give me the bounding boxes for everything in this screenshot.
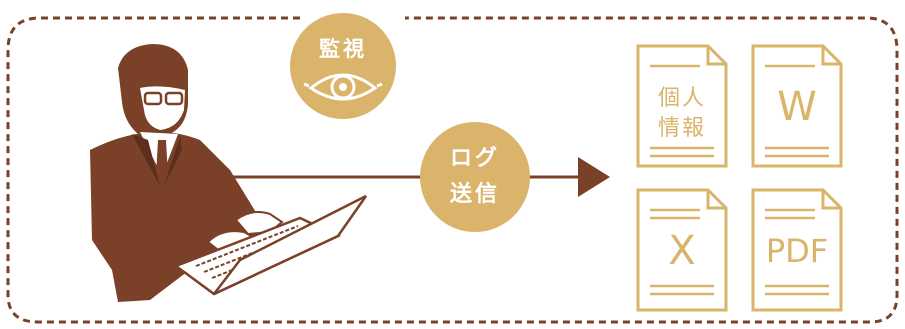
pdf-label: PDF [765,232,829,270]
document-word [751,44,843,168]
arrow-head-icon [578,157,610,197]
send-circle [420,122,530,232]
person-at-laptop-illustration [90,44,368,302]
eye-icon [303,73,383,101]
monitor-label: 監視 [319,37,367,61]
send-label-line1: ログ [449,146,500,171]
document-personal-info [636,44,728,168]
monitor-circle [290,13,396,119]
document-excel [636,188,728,312]
send-label-line2: 送信 [449,182,500,207]
personal-info-label-line2: 情報 [657,116,706,141]
excel-label: X [668,228,696,274]
dashed-frame [6,16,899,324]
personal-info-label-line1: 個人 [657,86,706,111]
document-pdf [751,188,843,312]
word-label: W [777,84,817,130]
